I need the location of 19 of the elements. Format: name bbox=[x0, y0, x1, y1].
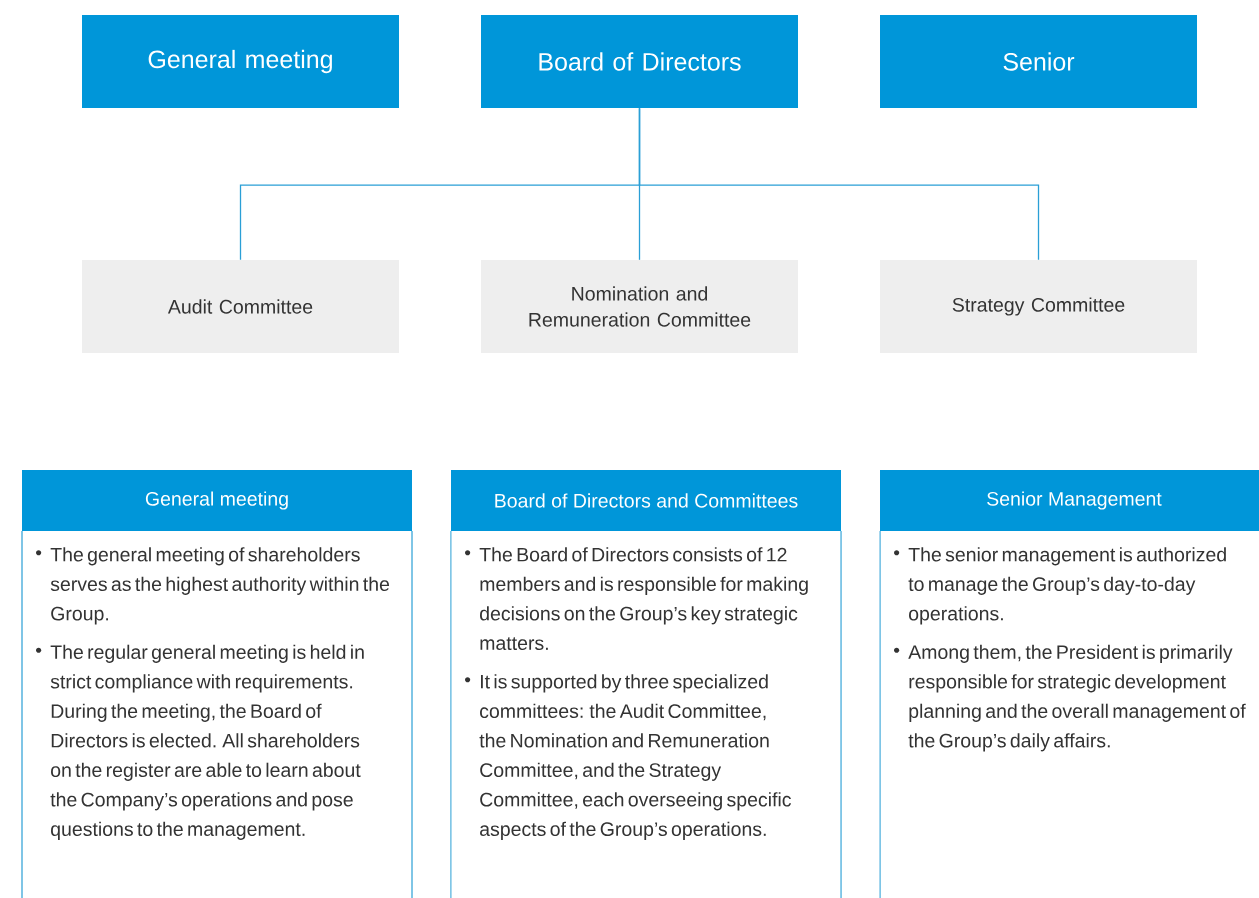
panel-heading: Board of Directors and Committees bbox=[495, 493, 798, 508]
info-panel bbox=[450, 470, 842, 898]
bullet-item: The regular general meeting is held in strict compliance with requirements. During the meeting, the Board of Directors is elected. All shareholders on the register are able to learn about the Company’s operations and pose questions to the management. bbox=[36, 644, 364, 840]
panel-heading: Senior Management bbox=[987, 491, 1162, 510]
bullet-item: The senior management is authorized to manage the Group’s day-to-day operations. bbox=[894, 547, 1226, 625]
org-box: General meeting bbox=[82, 15, 399, 108]
bullet-item: It is supported by three specialized committees: the Audit Committee, the Nomination and Remuneration Committee, and the Strategy Committee, each overseeing specific aspects of the Group’s operations. bbox=[465, 674, 791, 840]
bullet-item: The general meeting of shareholders serves as the highest authority within the Group. bbox=[36, 547, 390, 625]
panel-heading: General meeting bbox=[145, 491, 288, 510]
bullet-item: The Board of Directors consists of 12 members and is responsible for making decisions on the Group’s key strategic matters. bbox=[465, 547, 808, 651]
committee-box: Nomination and Remuneration Committee bbox=[481, 260, 798, 353]
org-box: Board of Directors bbox=[481, 15, 798, 108]
committee-box: Audit Committee bbox=[82, 260, 399, 353]
connector-line bbox=[638, 107, 1040, 261]
info-panel bbox=[21, 470, 413, 898]
committee-box: Strategy Committee bbox=[880, 260, 1197, 353]
org-box: Senior bbox=[880, 15, 1197, 108]
info-panel bbox=[879, 470, 1259, 898]
bullet-item: Among them, the President is primarily responsible for strategic development planning and the overall management of the Group’s daily affairs. bbox=[894, 644, 1246, 752]
